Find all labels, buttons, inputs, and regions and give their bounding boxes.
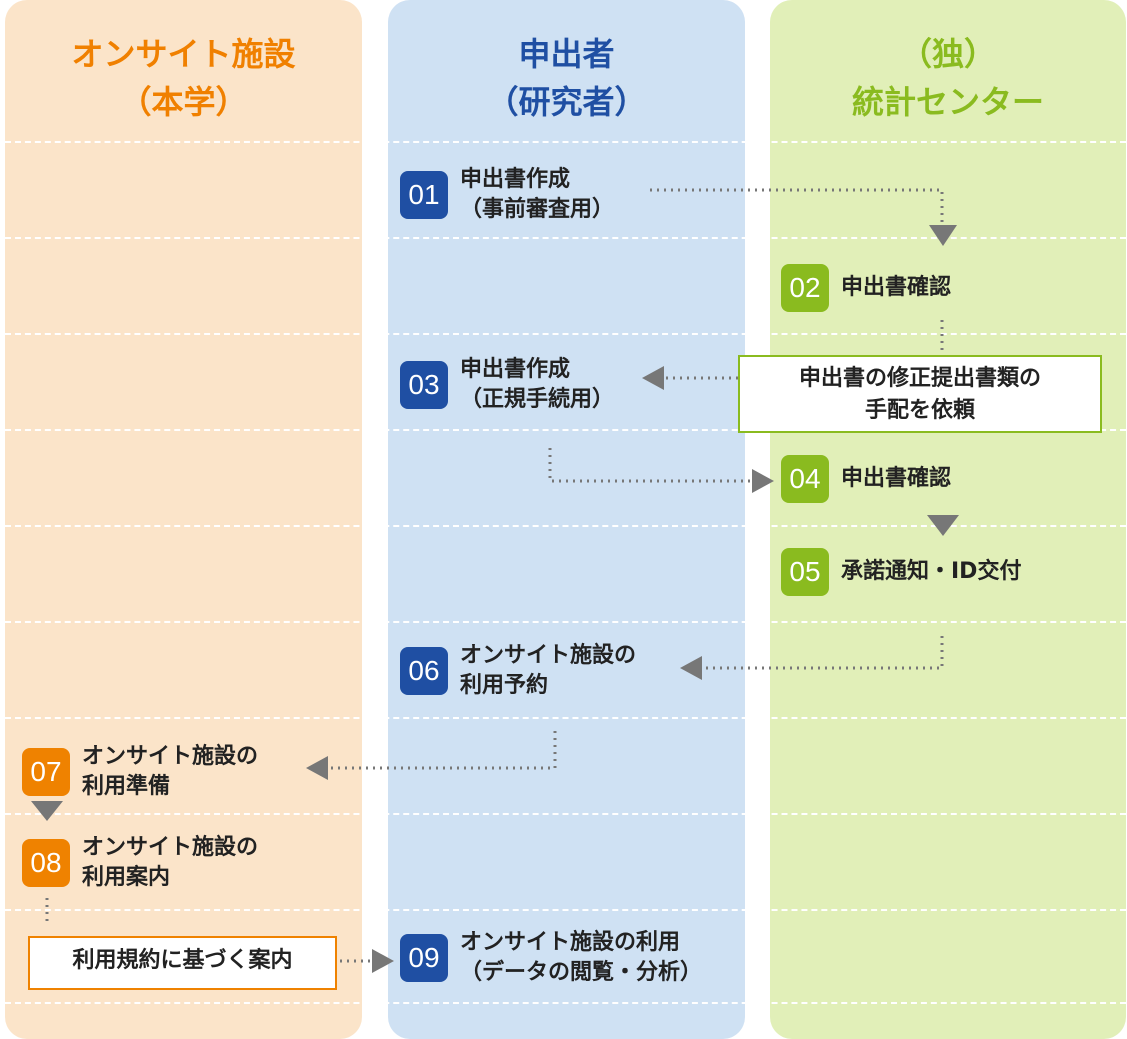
step-label: 申出書確認: [841, 275, 952, 300]
row-separator: [5, 1002, 1126, 1004]
step-label: 申出書作成 （正規手続用）: [460, 357, 615, 412]
step-number-badge: 01: [400, 171, 448, 219]
lane-title-applicant: 申出者 （研究者）: [486, 35, 647, 121]
step-label: オンサイト施設の 利用予約: [460, 643, 637, 698]
lane-statistics-center: （独） 統計センター: [770, 0, 1126, 1039]
row-separator: [5, 909, 1126, 911]
row-separator: [5, 333, 1126, 335]
row-separator: [5, 813, 1126, 815]
row-separator: [5, 429, 1126, 431]
step-number-badge: 04: [781, 455, 829, 503]
step-number-badge: 08: [22, 839, 70, 887]
row-separator: [5, 717, 1126, 719]
lane-title-center: （独） 統計センター: [851, 35, 1044, 121]
row-separator: [5, 141, 1126, 143]
step-number-badge: 06: [400, 647, 448, 695]
step-08: 08 オンサイト施設の 利用案内: [22, 833, 258, 893]
terms-guidance-note: 利用規約に基づく案内: [28, 936, 337, 990]
step-02: 02 申出書確認: [781, 264, 951, 312]
step-number-badge: 03: [400, 361, 448, 409]
step-04: 04 申出書確認: [781, 455, 951, 503]
row-separator: [5, 525, 1126, 527]
step-number-badge: 02: [781, 264, 829, 312]
step-label: 承諾通知・ID交付: [841, 559, 1022, 584]
lane-applicant: 申出者 （研究者）: [388, 0, 745, 1039]
step-09: 09 オンサイト施設の利用 （データの閲覧・分析）: [400, 928, 702, 988]
step-label: オンサイト施設の利用 （データの閲覧・分析）: [460, 930, 703, 985]
row-separator: [5, 621, 1126, 623]
step-06: 06 オンサイト施設の 利用予約: [400, 641, 636, 701]
correction-request-note: 申出書の修正提出書類の 手配を依頼: [738, 355, 1102, 433]
lane-title-onsite: オンサイト施設 （本学）: [71, 35, 296, 121]
step-label: 申出書確認: [841, 466, 952, 491]
step-05: 05 承諾通知・ID交付: [781, 548, 1021, 596]
step-01: 01 申出書作成 （事前審査用）: [400, 165, 614, 225]
step-03: 03 申出書作成 （正規手続用）: [400, 355, 614, 415]
row-separator: [5, 237, 1126, 239]
step-label: オンサイト施設の 利用案内: [82, 835, 259, 890]
step-label: 申出書作成 （事前審査用）: [460, 167, 615, 222]
step-number-badge: 05: [781, 548, 829, 596]
step-07: 07 オンサイト施設の 利用準備: [22, 742, 258, 802]
step-number-badge: 09: [400, 934, 448, 982]
step-number-badge: 07: [22, 748, 70, 796]
step-label: オンサイト施設の 利用準備: [82, 744, 259, 799]
